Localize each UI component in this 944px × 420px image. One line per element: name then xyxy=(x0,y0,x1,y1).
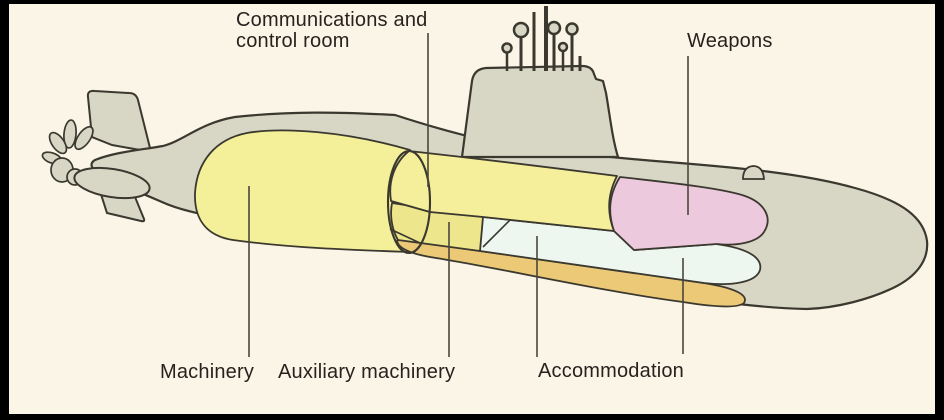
label-communications-line1: Communications and xyxy=(236,9,428,31)
leader-lines xyxy=(248,33,689,357)
label-communications-line2: control room xyxy=(236,30,350,52)
deck-detail-lines xyxy=(389,200,511,248)
pressure-hull-opening xyxy=(386,149,432,255)
ballast-tanks xyxy=(396,237,746,308)
periscope-head xyxy=(512,21,530,39)
sail xyxy=(460,64,620,159)
periscope-head xyxy=(565,22,579,36)
label-accommodation: Accommodation xyxy=(538,360,684,382)
deck-edge-line xyxy=(389,228,421,244)
propeller-blade xyxy=(48,131,68,155)
label-auxiliary-machinery: Auxiliary machinery xyxy=(278,361,456,383)
label-communications-control-room: Communications and control room xyxy=(236,10,427,52)
propeller-blade xyxy=(63,119,77,149)
deck-edge-line xyxy=(390,200,431,213)
label-weapons: Weapons xyxy=(687,30,773,52)
periscope-head xyxy=(501,42,513,54)
stern-plane xyxy=(73,166,151,200)
propeller-blade xyxy=(74,125,94,151)
label-machinery: Machinery xyxy=(160,361,255,383)
periscope-head xyxy=(546,20,562,36)
deck-edge-line xyxy=(482,219,511,248)
machinery-compartment xyxy=(194,129,411,253)
control-room-compartment xyxy=(389,150,618,232)
weapons-compartment xyxy=(609,176,769,251)
deck-dome xyxy=(742,165,765,180)
periscope-head xyxy=(557,41,569,53)
upper-rudder-fin xyxy=(86,89,153,154)
periscopes-and-masts xyxy=(501,6,582,71)
